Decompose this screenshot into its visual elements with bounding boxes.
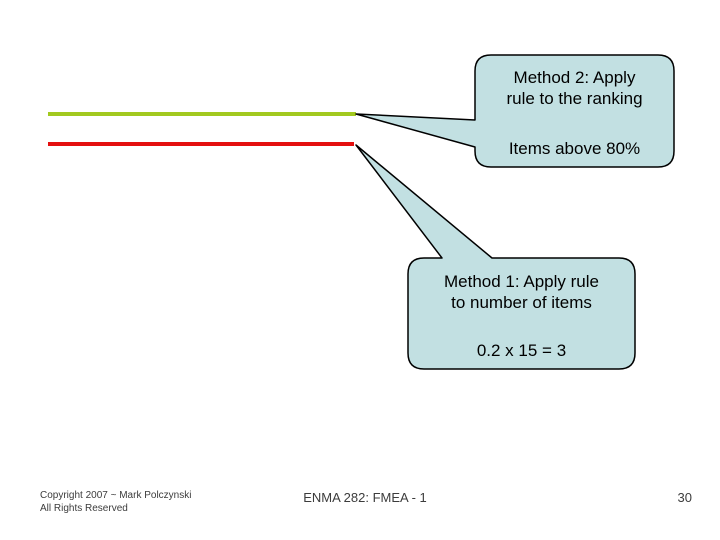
method2-callout-shape <box>355 54 675 168</box>
method2-title-line2: rule to the ranking <box>506 89 643 108</box>
footer-copyright-line2: All Rights Reserved <box>40 503 128 514</box>
method1-callout-note: 0.2 x 15 = 3 <box>476 341 567 360</box>
method2-callout-title: Method 2: Apply rule to the ranking <box>475 67 674 109</box>
method2-callout-note: Items above 80% <box>508 139 641 158</box>
page-number: 30 <box>677 490 692 505</box>
method2-title-line1: Method 2: Apply <box>513 68 636 87</box>
footer-course-title: ENMA 282: FMEA - 1 <box>303 490 427 505</box>
footer-copyright: Copyright 2007 ~ Mark Polczynski All Rig… <box>40 489 191 515</box>
method1-title-line1: Method 1: Apply rule <box>444 272 599 291</box>
footer-copyright-line1: Copyright 2007 ~ Mark Polczynski <box>40 490 192 501</box>
method1-callout-title: Method 1: Apply rule to number of items <box>408 271 635 313</box>
method1-title-line2: to number of items <box>451 293 592 312</box>
method1-callout-shape <box>355 144 636 370</box>
